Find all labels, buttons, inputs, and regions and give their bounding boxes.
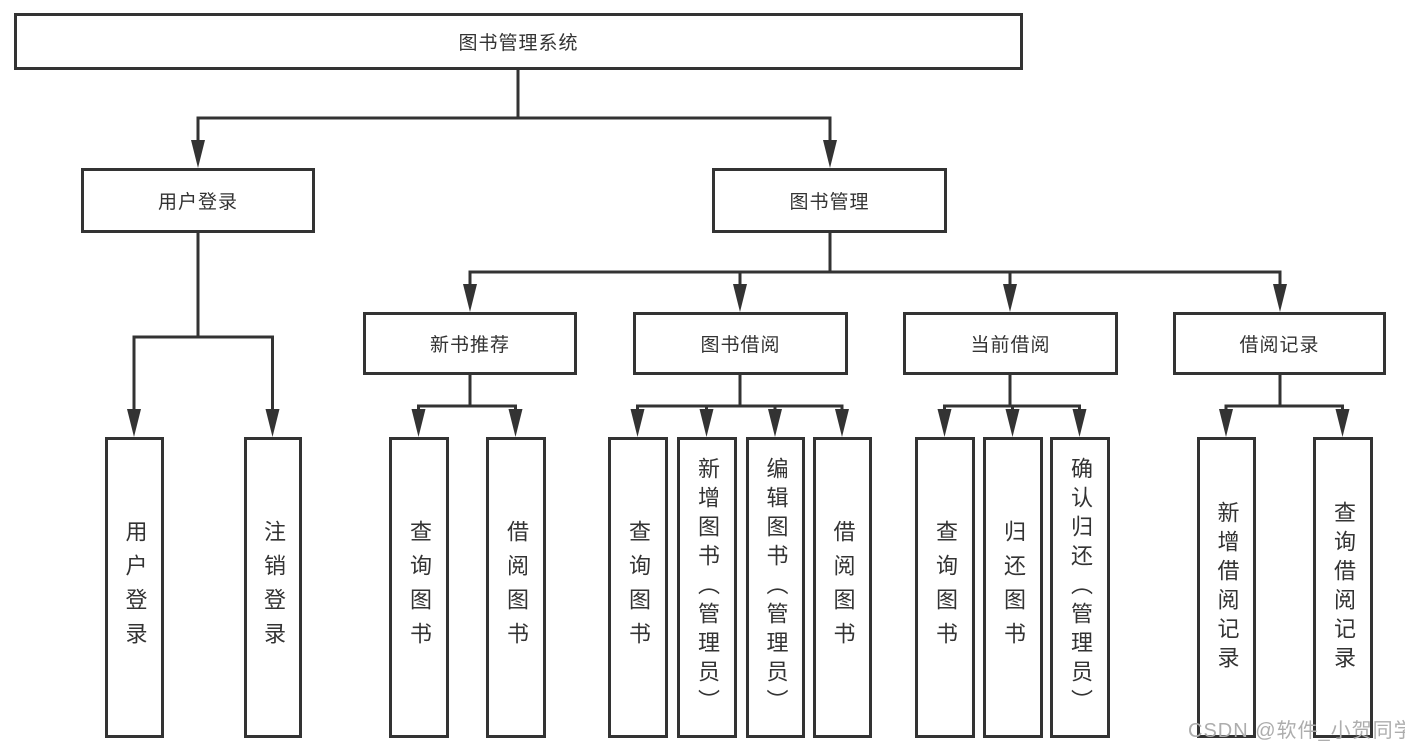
node-borrow-records: 借阅记录 [1173, 312, 1386, 375]
connector-user-login [127, 232, 280, 437]
leaf-edit-books-admin: 编辑图书（管理员） [746, 437, 805, 738]
leaf-borrow-books-recommend: 借阅图书 [486, 437, 546, 738]
leaf-logout: 注销登录 [244, 437, 302, 738]
csdn-watermark: CSDN @软件_小贺同学 [1188, 720, 1405, 742]
node-user-login: 用户登录 [81, 168, 315, 233]
leaf-query-books-recommend: 查询图书 [389, 437, 449, 738]
connector-current-borrow [937, 374, 1087, 437]
leaf-query-books-borrow: 查询图书 [608, 437, 668, 738]
connector-new-book-recommend [411, 374, 523, 437]
leaf-user-login: 用户登录 [105, 437, 164, 738]
leaf-borrow-books: 借阅图书 [813, 437, 872, 738]
connector-book-management [463, 232, 1287, 312]
connector-root [191, 69, 837, 168]
leaf-query-books-current: 查询图书 [915, 437, 975, 738]
leaf-add-books-admin: 新增图书（管理员） [677, 437, 737, 738]
leaf-return-books: 归还图书 [983, 437, 1043, 738]
leaf-query-borrow-record: 查询借阅记录 [1313, 437, 1373, 738]
connector-borrow-records [1219, 374, 1350, 437]
node-root: 图书管理系统 [14, 13, 1023, 70]
connector-book-borrow [630, 374, 849, 437]
leaf-add-borrow-record: 新增借阅记录 [1197, 437, 1256, 738]
node-book-management: 图书管理 [712, 168, 947, 233]
node-new-book-recommend: 新书推荐 [363, 312, 577, 375]
node-current-borrow: 当前借阅 [903, 312, 1118, 375]
leaf-confirm-return-admin: 确认归还（管理员） [1050, 437, 1110, 738]
node-book-borrow: 图书借阅 [633, 312, 848, 375]
